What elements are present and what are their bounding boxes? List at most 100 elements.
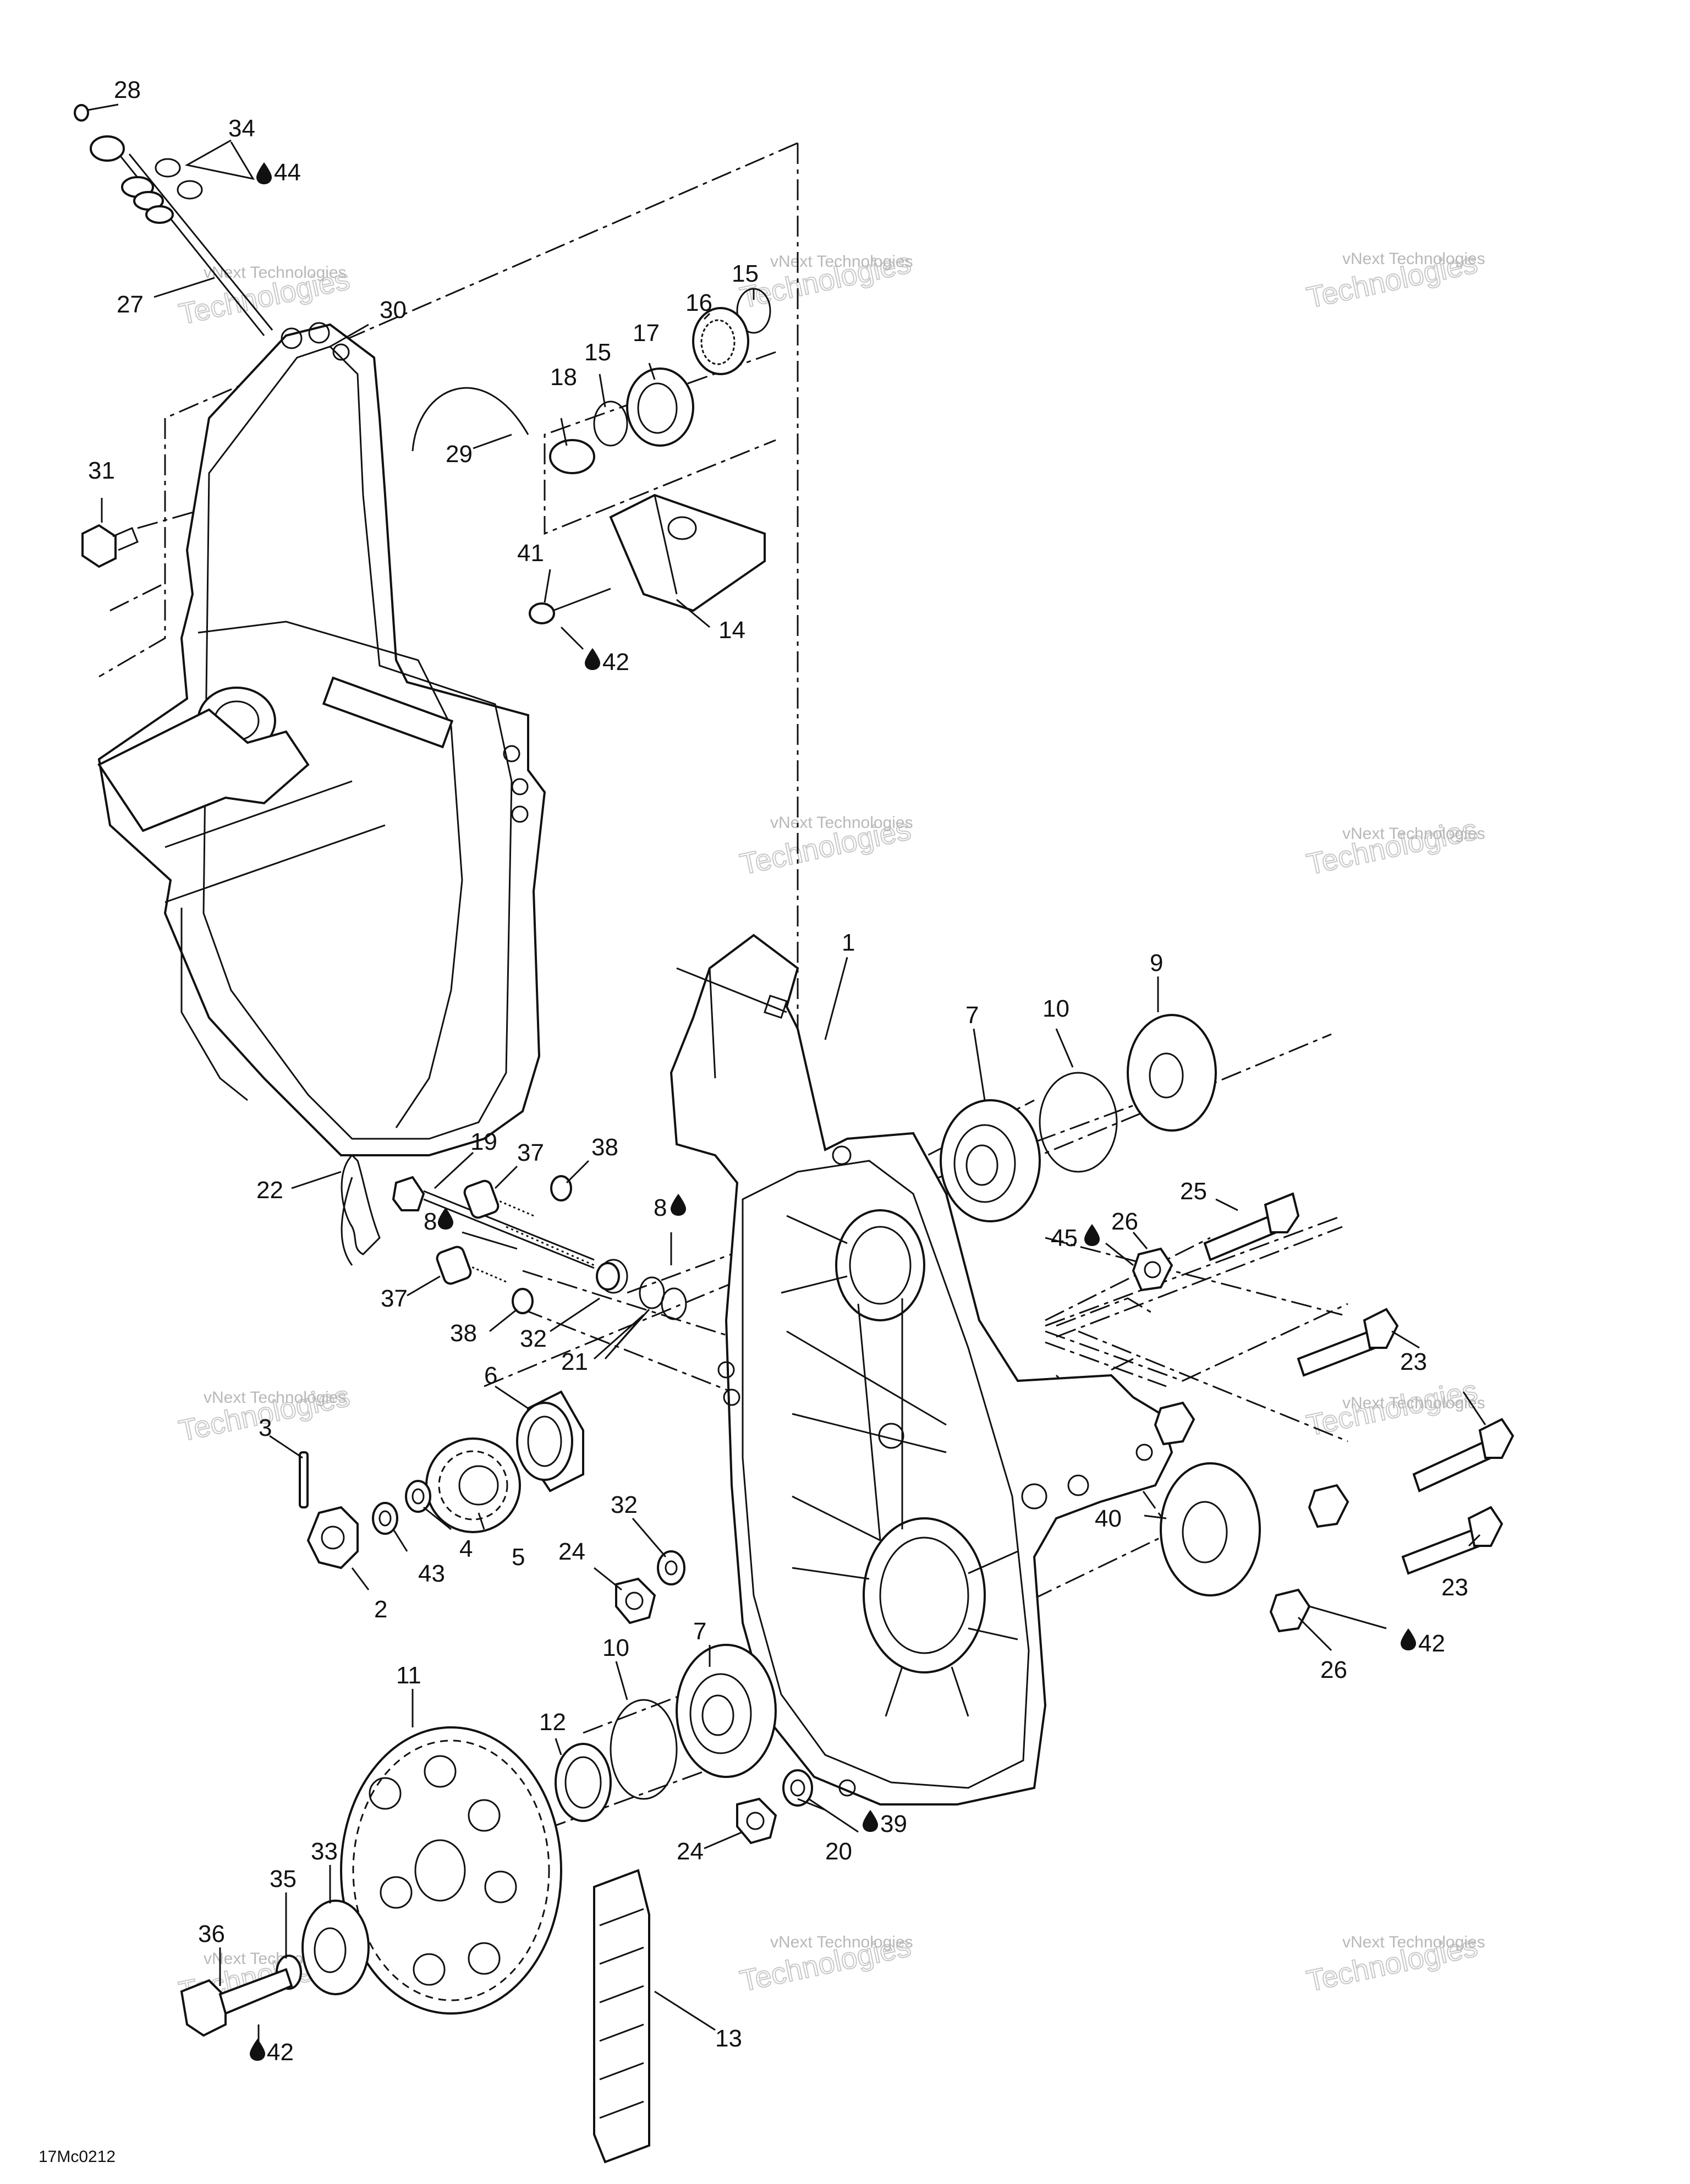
- callout-36: 36: [198, 1920, 225, 1947]
- watermark: Technologies vNext Technologies: [737, 813, 914, 882]
- callout-16: 16: [685, 289, 712, 316]
- part-19-tensioner-bolt: [392, 1176, 595, 1269]
- callout-15: 15: [584, 339, 611, 366]
- drop-icon: [585, 648, 600, 670]
- part-25-bolt: [1203, 1192, 1300, 1261]
- part-7-bearing-upper: [940, 1099, 1041, 1222]
- svg-text:vNext Technologies: vNext Technologies: [1342, 825, 1485, 843]
- part-26-nut-upper: [1132, 1247, 1173, 1292]
- part-23-bolts: [1297, 1308, 1515, 1575]
- svg-text:vNext Technologies: vNext Technologies: [770, 1933, 913, 1951]
- drop-icon: [1401, 1628, 1416, 1650]
- part-5-sprocket: [425, 1437, 521, 1533]
- callout-28: 28: [114, 76, 141, 103]
- part-9-washer: [1127, 1014, 1217, 1132]
- callout-10: 10: [602, 1634, 629, 1661]
- watermark: Technologies vNext Technologies: [1303, 813, 1485, 882]
- drop-icon: [250, 2039, 265, 2061]
- callout-32: 32: [520, 1325, 547, 1352]
- callout-42: 42: [602, 649, 629, 676]
- part-34-o-rings: [155, 158, 203, 200]
- part-37-screws: [436, 1179, 534, 1285]
- watermark: Technologies vNext Technologies: [1303, 246, 1485, 315]
- watermark: Technologies vNext Technologies: [737, 246, 914, 315]
- callout-20: 20: [825, 1838, 852, 1865]
- callout-10: 10: [1042, 995, 1069, 1022]
- drop-icon: [671, 1194, 686, 1216]
- part-4-washer: [405, 1480, 431, 1513]
- callout-41: 41: [517, 540, 544, 567]
- part-16-needle-bearing: [692, 307, 749, 375]
- callout-6: 6: [484, 1362, 497, 1389]
- callout-37: 37: [517, 1139, 544, 1166]
- callout-45: 45: [1051, 1225, 1078, 1252]
- part-18-sleeve: [549, 439, 595, 474]
- callout-labels: 28 34 44 27 30 16 15 15 17 18 29 31 41 1…: [88, 76, 1468, 2066]
- callout-5: 5: [512, 1544, 525, 1571]
- callout-26: 26: [1111, 1208, 1138, 1235]
- drop-icon: [1084, 1224, 1100, 1246]
- callout-39: 39: [880, 1810, 907, 1837]
- part-10-circlip-upper: [1039, 1072, 1118, 1173]
- callout-9: 9: [1150, 950, 1163, 976]
- part-nuts-right: [1154, 1401, 1349, 1633]
- callout-8: 8: [424, 1208, 437, 1235]
- part-24-nuts: [615, 1577, 777, 1845]
- callout-4: 4: [459, 1535, 473, 1562]
- callout-24: 24: [558, 1538, 585, 1565]
- callout-29: 29: [446, 441, 473, 468]
- part-10-circlip-lower: [610, 1699, 678, 1800]
- callout-23: 23: [1441, 1574, 1468, 1601]
- part-41-screw: [529, 588, 611, 624]
- part-1-chaincase-housing: [670, 934, 1173, 1806]
- drop-icon: [863, 1810, 878, 1832]
- callout-7: 7: [693, 1618, 706, 1645]
- part-2-castle-nut: [306, 1506, 359, 1570]
- part-11-large-sprocket: [340, 1726, 562, 2015]
- callout-43: 43: [418, 1560, 445, 1587]
- callout-8: 8: [654, 1194, 667, 1221]
- svg-text:vNext Technologies: vNext Technologies: [770, 814, 913, 832]
- part-36-bolt: [180, 1968, 293, 2037]
- drop-icon: [256, 162, 272, 184]
- callout-42: 42: [1418, 1630, 1445, 1657]
- callout-11: 11: [396, 1662, 421, 1689]
- callout-15: 15: [732, 260, 759, 287]
- part-17-sleeve: [626, 367, 694, 447]
- callout-18: 18: [550, 364, 577, 391]
- callout-27: 27: [117, 291, 144, 318]
- callout-3: 3: [259, 1414, 272, 1441]
- callout-1: 1: [842, 929, 855, 956]
- drop-icon: [438, 1208, 453, 1230]
- callout-13: 13: [715, 2025, 742, 2052]
- part-7-bearing-lower: [676, 1644, 777, 1778]
- part-43-washer: [372, 1502, 398, 1535]
- part-30-chaincase-cover: [97, 322, 546, 1156]
- svg-text:vNext Technologies: vNext Technologies: [1342, 1394, 1485, 1412]
- part-32-washers: [596, 1262, 685, 1585]
- svg-text:vNext Technologies: vNext Technologies: [204, 1389, 347, 1407]
- callout-31: 31: [88, 457, 115, 484]
- callout-21: 21: [561, 1348, 588, 1375]
- watermark: Technologies vNext Technologies: [1303, 1929, 1485, 1999]
- callout-38: 38: [450, 1320, 477, 1347]
- watermark: Technologies vNext Technologies: [737, 1929, 914, 1999]
- callout-22: 22: [256, 1177, 283, 1204]
- part-3-pin: [299, 1451, 309, 1508]
- svg-text:vNext Technologies: vNext Technologies: [1342, 1933, 1485, 1951]
- part-28-cap: [74, 104, 89, 122]
- callout-38: 38: [591, 1134, 618, 1161]
- part-31-bolt: [81, 524, 139, 568]
- callout-23: 23: [1400, 1348, 1427, 1375]
- callout-33: 33: [311, 1838, 338, 1865]
- watermark: Technologies vNext Technologies: [1303, 1374, 1485, 1443]
- callout-17: 17: [633, 320, 660, 347]
- part-29-gasket: [411, 387, 529, 452]
- drop-icons: [250, 162, 1416, 2061]
- svg-text:vNext Technologies: vNext Technologies: [204, 264, 347, 282]
- part-13-chain: [593, 1869, 650, 2164]
- svg-text:Technologies: Technologies: [1304, 813, 1480, 881]
- part-33-spacer: [301, 1900, 370, 1995]
- callout-40: 40: [1095, 1505, 1122, 1532]
